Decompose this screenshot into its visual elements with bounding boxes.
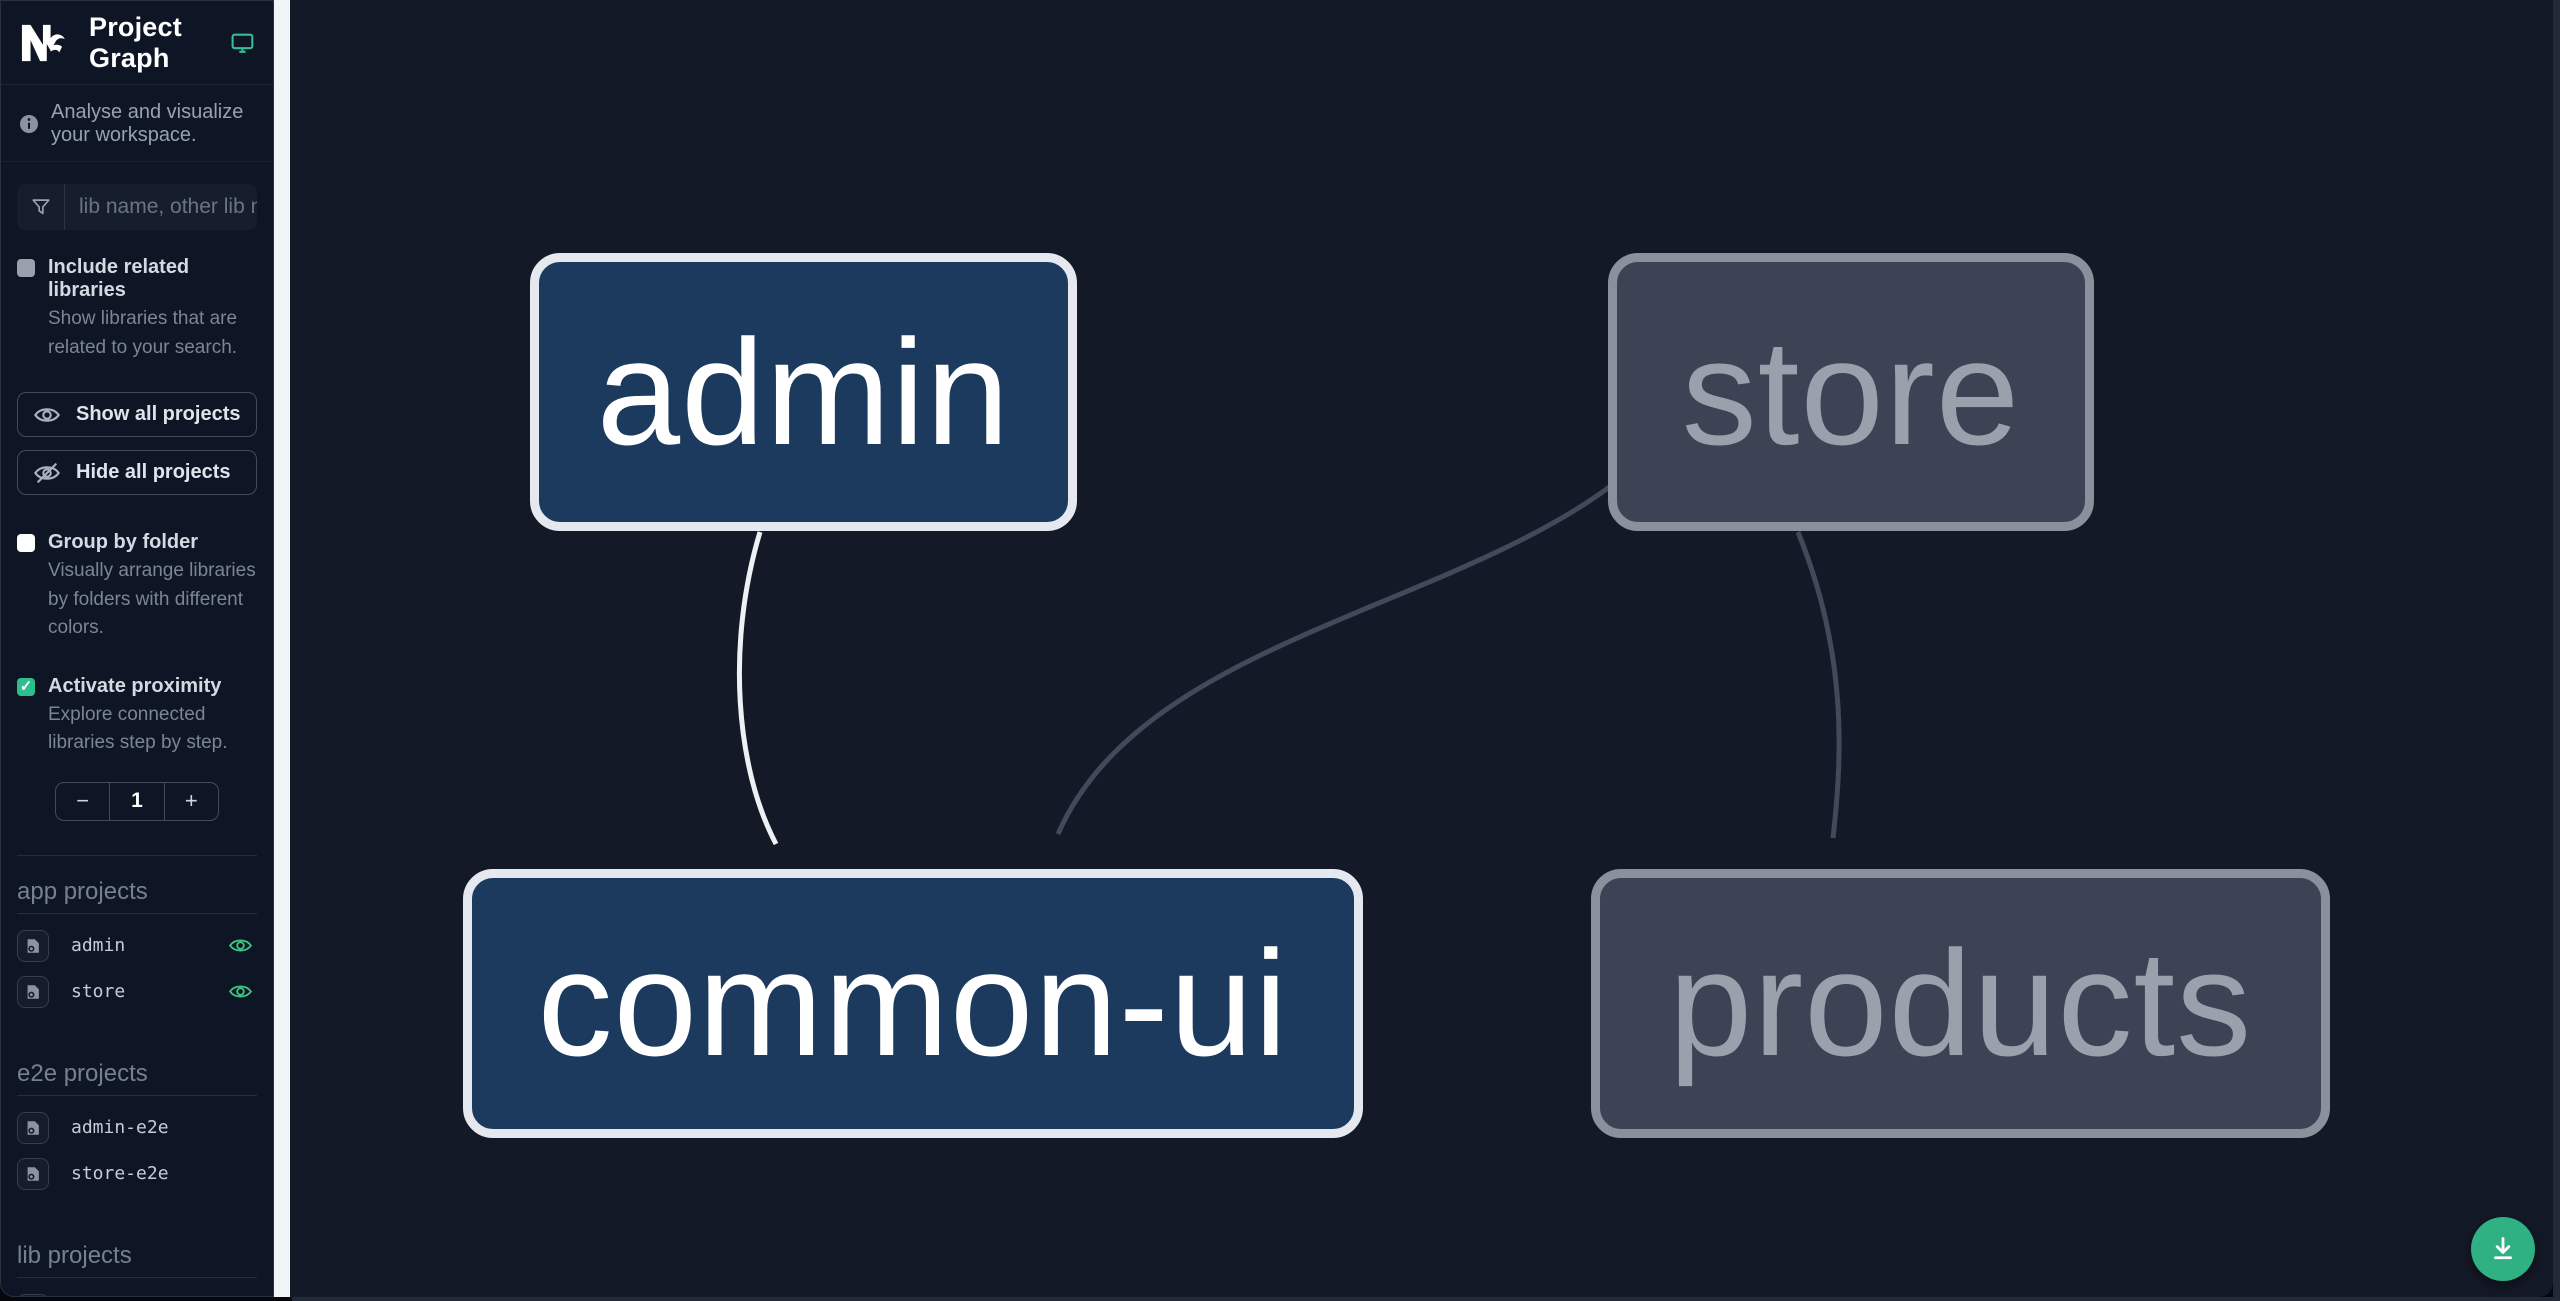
activate-proximity-description: Explore connected libraries step by step… [48,703,228,754]
section-heading: e2e projects [17,1060,257,1096]
visibility-eye-icon[interactable] [228,979,253,1004]
project-icon[interactable] [17,1157,49,1190]
project-name: admin [71,935,126,956]
nx-logo-icon [21,24,65,61]
eye-off-icon [34,462,60,483]
decrement-button[interactable]: − [76,788,90,813]
graph-node-common-ui[interactable]: common-ui [463,869,1363,1138]
graph-node-products[interactable]: products [1591,869,2330,1138]
project-lists: app projects admin store e2e projects admin-… [1,856,273,1296]
sidebar-item-common-ui[interactable]: common-ui [17,1292,257,1296]
project-name: store-e2e [71,1163,169,1184]
proximity-depth-stepper: − 1 + [55,781,219,821]
node-label: admin [596,307,1011,476]
activate-proximity-label: Activate proximity [48,674,222,697]
include-related-checkbox[interactable] [17,259,35,277]
graph-node-store[interactable]: store [1608,253,2094,531]
include-related-checkbox-row[interactable]: Include related libraries Show libraries… [17,256,257,362]
monitor-icon[interactable] [230,27,255,59]
filter-text-input[interactable] [65,184,257,230]
workspace-hint: Analyse and visualize your workspace. [1,85,273,162]
horizontal-scrollbar-track[interactable] [292,1297,2553,1301]
hide-all-projects-label: Hide all projects [76,461,231,483]
include-related-label: Include related libraries [48,256,190,301]
project-icon[interactable] [17,975,49,1008]
graph-node-admin[interactable]: admin [530,253,1077,531]
node-label: products [1668,919,2253,1087]
funnel-icon [17,184,65,230]
section-app-projects: app projects admin store [17,878,257,1010]
show-all-projects-label: Show all projects [76,403,241,425]
filter-input[interactable] [17,184,257,230]
project-icon[interactable] [17,929,49,962]
sidebar-header: Project Graph [1,1,273,85]
graph-canvas[interactable]: admin store common-ui products [290,0,2553,1297]
sidebar-item-store[interactable]: store [17,974,257,1010]
group-by-folder-checkbox[interactable] [17,534,35,552]
group-by-folder-label: Group by folder [48,531,198,553]
project-name: admin-e2e [71,1117,169,1138]
include-related-description: Show libraries that are related to your … [48,308,238,358]
increment-button[interactable]: + [163,782,218,820]
vertical-scrollbar-track[interactable] [2553,0,2560,1301]
project-icon[interactable] [17,1293,49,1296]
app-title: Project Graph [89,11,182,73]
download-icon [2494,1237,2512,1260]
controls-panel: Include related libraries Show libraries… [1,162,273,856]
group-by-folder-description: Visually arrange libraries by folders wi… [48,560,256,638]
section-heading: app projects [17,878,257,914]
project-name: store [71,981,126,1002]
node-label: store [1681,307,2021,476]
eye-icon [34,407,60,422]
info-icon [20,115,38,133]
visibility-eye-icon[interactable] [228,933,253,958]
sidebar: Project Graph Analyse and visualize your… [0,0,274,1297]
project-icon[interactable] [17,1111,49,1144]
sidebar-item-admin[interactable]: admin [17,928,257,964]
section-heading: lib projects [17,1242,257,1278]
proximity-depth-value: 1 [109,782,163,820]
edge-store-to-common-ui[interactable] [1055,480,1618,836]
sidebar-item-admin-e2e[interactable]: admin-e2e [17,1110,257,1146]
edge-store-to-products[interactable] [1795,531,1842,839]
activate-proximity-checkbox-row[interactable]: ✓ Activate proximity Explore connected l… [17,675,257,758]
group-by-folder-checkbox-row[interactable]: Group by folder Visually arrange librari… [17,531,257,643]
graph-edges-layer [736,480,1842,846]
show-all-projects-button[interactable]: Show all projects [17,392,257,437]
section-e2e-projects: e2e projects admin-e2e store-e2e [17,1060,257,1192]
hide-all-projects-button[interactable]: Hide all projects [17,450,257,495]
workspace-hint-text: Analyse and visualize your workspace. [51,101,244,146]
activate-proximity-checkbox[interactable]: ✓ [17,677,35,696]
sidebar-item-store-e2e[interactable]: store-e2e [17,1156,257,1192]
download-button[interactable] [2471,1217,2535,1281]
sidebar-resizer[interactable] [274,0,290,1297]
node-label: common-ui [537,919,1289,1087]
edge-admin-to-common-ui[interactable] [736,531,779,846]
sidebar-separator [17,854,257,856]
